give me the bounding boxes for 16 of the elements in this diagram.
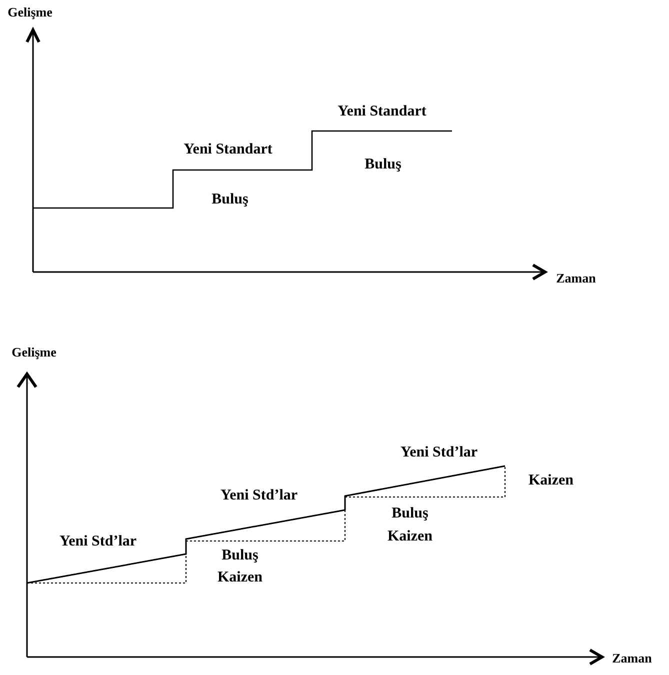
annotation: Yeni Std’lar [220, 488, 298, 504]
axis-label: Zaman [556, 272, 596, 284]
annotation: Buluş [392, 506, 428, 522]
annotation: Buluş [364, 158, 402, 172]
annotation: Yeni Std’lar [59, 534, 137, 550]
axis-label: Gelişme [8, 6, 52, 18]
annotation: Yeni Std’lar [400, 446, 478, 460]
annotation: Buluş [222, 548, 258, 564]
axis-label: Zaman [612, 652, 652, 664]
annotation: Yeni Standart [338, 104, 426, 120]
annotation: Yeni Standart [184, 142, 272, 158]
axis-label: Gelişme [12, 346, 56, 358]
annotation: Kaizen [388, 530, 432, 544]
annotation: Kaizen [528, 474, 574, 488]
annotation: Kaizen [218, 570, 262, 586]
annotation: Buluş [212, 192, 248, 208]
